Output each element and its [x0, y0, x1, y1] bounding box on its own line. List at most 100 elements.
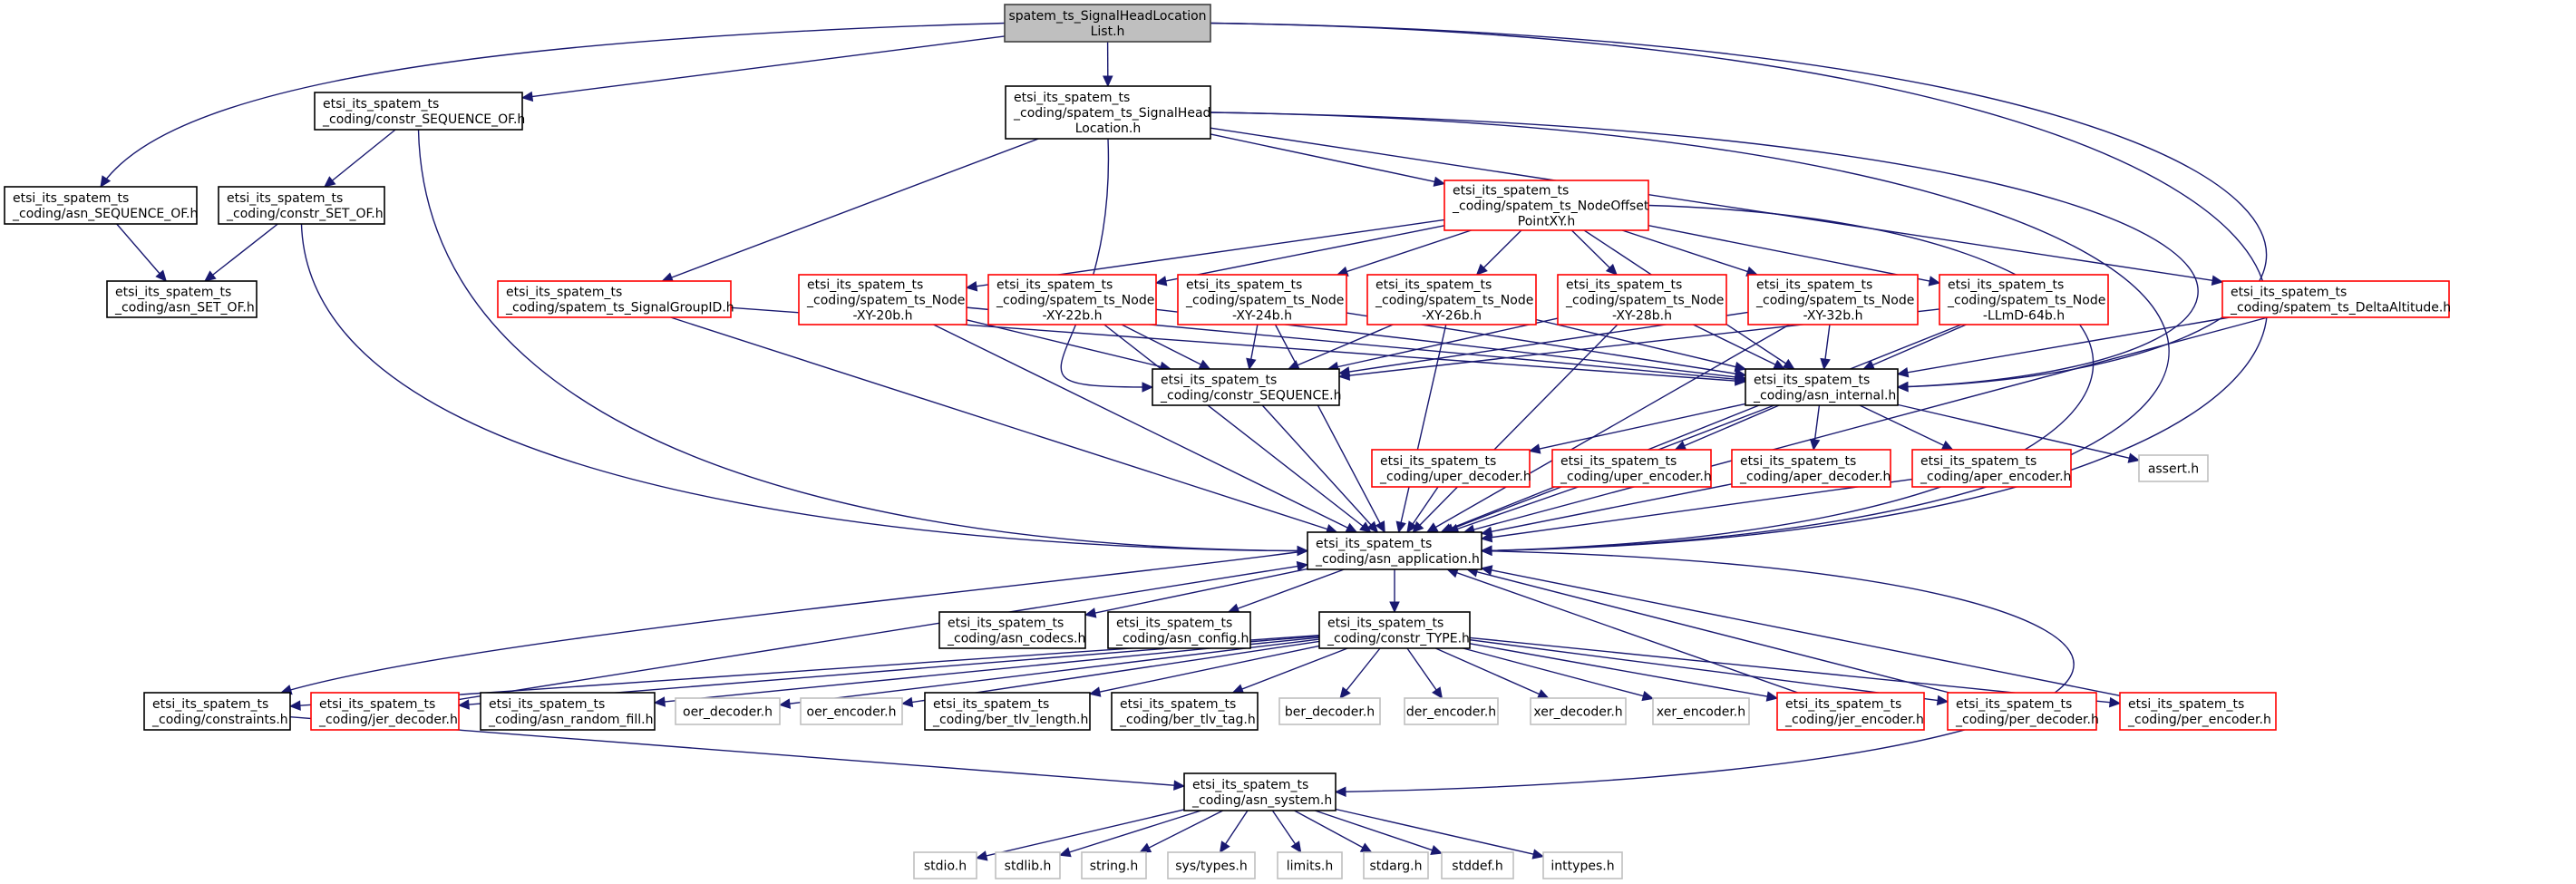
graph-node-constr-set-of[interactable]: etsi_its_spatem_ts_coding/constr_SET_OF.…	[218, 186, 385, 225]
graph-node-string-h[interactable]: string.h	[1081, 851, 1147, 879]
node-box[interactable]	[675, 697, 781, 725]
graph-node-stdlib-h[interactable]: stdlib.h	[995, 851, 1061, 879]
node-box[interactable]	[2119, 692, 2277, 731]
graph-node-xer-encoder[interactable]: xer_encoder.h	[1652, 697, 1750, 725]
node-box[interactable]	[938, 611, 1086, 649]
node-box[interactable]	[1371, 449, 1531, 488]
node-box[interactable]	[1278, 697, 1381, 725]
graph-node-sys-types-h[interactable]: sys/types.h	[1167, 851, 1256, 879]
node-box[interactable]	[1177, 274, 1347, 325]
graph-node-xer-decoder[interactable]: xer_decoder.h	[1530, 697, 1627, 725]
graph-node-asn-set-of[interactable]: etsi_its_spatem_ts_coding/asn_SET_OF.h	[106, 280, 258, 318]
graph-node-per-decoder[interactable]: etsi_its_spatem_ts_coding/per_decoder.h	[1947, 692, 2099, 731]
node-box[interactable]	[1004, 4, 1211, 43]
graph-node-node-llmd-64b[interactable]: etsi_its_spatem_ts_coding/spatem_ts_Node…	[1939, 274, 2109, 325]
graph-node-asn-application[interactable]: etsi_its_spatem_ts_coding/asn_applicatio…	[1307, 531, 1482, 570]
node-box[interactable]	[1441, 851, 1514, 879]
node-box[interactable]	[913, 851, 977, 879]
node-box[interactable]	[1152, 368, 1340, 406]
graph-node-stddef-h[interactable]: stddef.h	[1441, 851, 1514, 879]
node-box[interactable]	[1557, 274, 1727, 325]
graph-node-oer-decoder[interactable]: oer_decoder.h	[675, 697, 781, 725]
node-box[interactable]	[1081, 851, 1147, 879]
graph-node-aper-encoder[interactable]: etsi_its_spatem_ts_coding/aper_encoder.h	[1911, 449, 2072, 488]
graph-node-aper-decoder[interactable]: etsi_its_spatem_ts_coding/aper_decoder.h	[1731, 449, 1891, 488]
graph-node-inttypes-h[interactable]: inttypes.h	[1542, 851, 1623, 879]
node-box[interactable]	[924, 692, 1091, 731]
node-box[interactable]	[2221, 280, 2450, 318]
graph-node-constr-sequence-of[interactable]: etsi_its_spatem_ts_coding/constr_SEQUENC…	[314, 92, 525, 131]
graph-node-asn-internal[interactable]: etsi_its_spatem_ts_coding/asn_internal.h	[1745, 368, 1899, 406]
node-box[interactable]	[1444, 180, 1649, 231]
node-box[interactable]	[798, 274, 967, 325]
graph-node-asn-random-fill[interactable]: etsi_its_spatem_ts_coding/asn_random_fil…	[480, 692, 656, 731]
graph-node-signal-group-id[interactable]: etsi_its_spatem_ts_coding/spatem_ts_Sign…	[497, 280, 734, 318]
node-box[interactable]	[1947, 692, 2097, 731]
node-box[interactable]	[1005, 85, 1211, 140]
node-box[interactable]	[987, 274, 1157, 325]
node-box[interactable]	[1530, 697, 1627, 725]
graph-node-ber-tlv-tag[interactable]: etsi_its_spatem_ts_coding/ber_tlv_tag.h	[1111, 692, 1259, 731]
node-box[interactable]	[995, 851, 1061, 879]
node-box[interactable]	[106, 280, 258, 318]
node-box[interactable]	[1745, 368, 1899, 406]
node-box[interactable]	[1652, 697, 1750, 725]
graph-node-asn-sequence-of[interactable]: etsi_its_spatem_ts_coding/asn_SEQUENCE_O…	[4, 186, 198, 225]
node-box[interactable]	[1318, 611, 1471, 649]
node-box[interactable]	[1307, 531, 1482, 570]
graph-node-uper-encoder[interactable]: etsi_its_spatem_ts_coding/uper_encoder.h	[1551, 449, 1712, 488]
node-box[interactable]	[314, 92, 523, 131]
graph-node-jer-decoder[interactable]: etsi_its_spatem_ts_coding/jer_decoder.h	[310, 692, 460, 731]
node-box[interactable]	[800, 697, 903, 725]
graph-node-ber-decoder[interactable]: ber_decoder.h	[1278, 697, 1381, 725]
graph-node-signal-head-location[interactable]: etsi_its_spatem_ts_coding/spatem_ts_Sign…	[1005, 85, 1211, 140]
graph-node-node-xy-32b[interactable]: etsi_its_spatem_ts_coding/spatem_ts_Node…	[1747, 274, 1919, 325]
node-box[interactable]	[218, 186, 385, 225]
graph-node-limits-h[interactable]: limits.h	[1277, 851, 1343, 879]
graph-node-uper-decoder[interactable]: etsi_its_spatem_ts_coding/uper_decoder.h	[1371, 449, 1531, 488]
node-box[interactable]	[1911, 449, 2072, 488]
graph-node-stdio-h[interactable]: stdio.h	[913, 851, 977, 879]
graph-node-stdarg-h[interactable]: stdarg.h	[1363, 851, 1429, 879]
graph-node-node-xy-26b[interactable]: etsi_its_spatem_ts_coding/spatem_ts_Node…	[1366, 274, 1537, 325]
graph-node-delta-altitude[interactable]: etsi_its_spatem_ts_coding/spatem_ts_Delt…	[2221, 280, 2451, 318]
graph-node-node-xy-28b[interactable]: etsi_its_spatem_ts_coding/spatem_ts_Node…	[1557, 274, 1727, 325]
node-box[interactable]	[1747, 274, 1919, 325]
node-box[interactable]	[1277, 851, 1343, 879]
graph-node-jer-encoder[interactable]: etsi_its_spatem_ts_coding/jer_encoder.h	[1776, 692, 1925, 731]
graph-node-asn-codecs[interactable]: etsi_its_spatem_ts_coding/asn_codecs.h	[938, 611, 1086, 649]
graph-node-assert-h[interactable]: assert.h	[2138, 454, 2209, 482]
graph-node-der-encoder[interactable]: der_encoder.h	[1404, 697, 1499, 725]
node-box[interactable]	[1731, 449, 1891, 488]
node-box[interactable]	[1167, 851, 1256, 879]
node-box[interactable]	[1939, 274, 2109, 325]
node-box[interactable]	[310, 692, 460, 731]
node-box[interactable]	[1551, 449, 1712, 488]
graph-node-asn-config[interactable]: etsi_its_spatem_ts_coding/asn_config.h	[1107, 611, 1251, 649]
graph-node-node-xy-24b[interactable]: etsi_its_spatem_ts_coding/spatem_ts_Node…	[1177, 274, 1347, 325]
node-box[interactable]	[1107, 611, 1251, 649]
graph-node-constr-type[interactable]: etsi_its_spatem_ts_coding/constr_TYPE.h	[1318, 611, 1471, 649]
node-box[interactable]	[143, 692, 291, 731]
graph-node-constraints[interactable]: etsi_its_spatem_ts_coding/constraints.h	[143, 692, 291, 731]
graph-node-node-xy-20b[interactable]: etsi_its_spatem_ts_coding/spatem_ts_Node…	[798, 274, 967, 325]
node-box[interactable]	[4, 186, 198, 225]
graph-node-ber-tlv-length[interactable]: etsi_its_spatem_ts_coding/ber_tlv_length…	[924, 692, 1091, 731]
graph-node-oer-encoder[interactable]: oer_encoder.h	[800, 697, 903, 725]
node-box[interactable]	[1776, 692, 1925, 731]
graph-node-node-offset-point-xy[interactable]: etsi_its_spatem_ts_coding/spatem_ts_Node…	[1444, 180, 1649, 231]
node-box[interactable]	[1404, 697, 1499, 725]
node-box[interactable]	[1542, 851, 1623, 879]
graph-node-constr-sequence[interactable]: etsi_its_spatem_ts_coding/constr_SEQUENC…	[1152, 368, 1341, 406]
node-box[interactable]	[2138, 454, 2209, 482]
node-box[interactable]	[1366, 274, 1537, 325]
node-box[interactable]	[1111, 692, 1259, 731]
graph-node-node-xy-22b[interactable]: etsi_its_spatem_ts_coding/spatem_ts_Node…	[987, 274, 1157, 325]
node-box[interactable]	[1183, 772, 1337, 811]
graph-node-asn-system[interactable]: etsi_its_spatem_ts_coding/asn_system.h	[1183, 772, 1337, 811]
node-box[interactable]	[480, 692, 656, 731]
node-box[interactable]	[497, 280, 732, 318]
node-box[interactable]	[1363, 851, 1429, 879]
graph-node-per-encoder[interactable]: etsi_its_spatem_ts_coding/per_encoder.h	[2119, 692, 2277, 731]
